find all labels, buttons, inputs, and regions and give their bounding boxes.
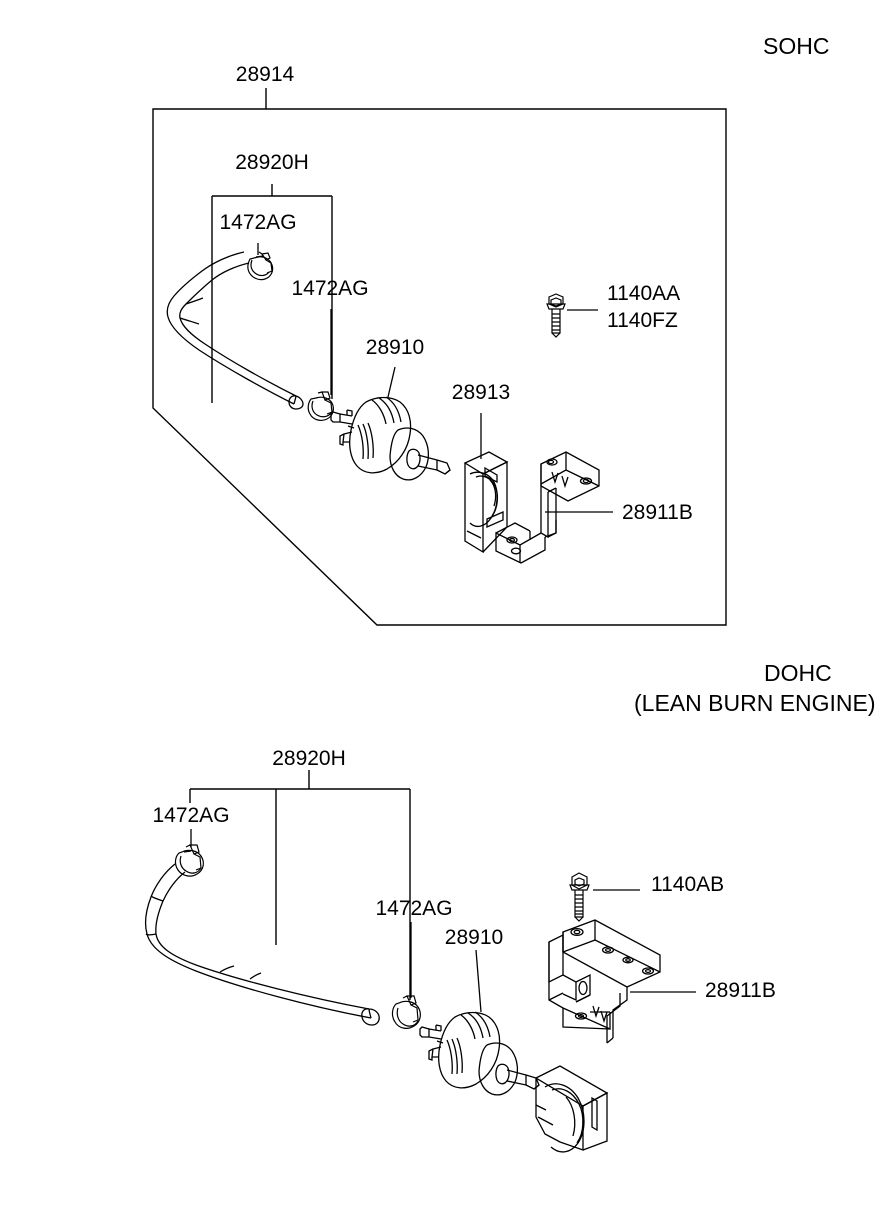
part-regulator-28910-sohc	[330, 366, 451, 481]
group-bracket-28914	[152, 88, 727, 626]
part-holder-clip-dohc	[534, 1065, 609, 1153]
part-clamp-1472ag-lower-dohc	[391, 995, 421, 1029]
callout-28920h-dohc: 28920H	[272, 747, 346, 770]
callout-1472ag-lower-dohc: 1472AG	[375, 897, 453, 920]
part-clamp-1472ag-upper-dohc	[174, 844, 204, 877]
callout-1140aa: 1140AA	[607, 282, 681, 305]
part-bolt-1140aa-sohc	[546, 293, 598, 338]
section-heading-dohc: DOHC	[764, 660, 832, 686]
section-heading-sohc: SOHC	[763, 33, 830, 59]
callout-1140ab: 1140AB	[651, 873, 725, 896]
callout-1140fz: 1140FZ	[607, 309, 678, 332]
callout-28914: 28914	[235, 63, 295, 86]
part-holder-28913-sohc	[463, 413, 509, 554]
callout-1472ag-lower-sohc: 1472AG	[291, 277, 369, 300]
callout-28910-dohc: 28910	[444, 926, 504, 949]
part-clamp-1472ag-lower-sohc	[307, 391, 334, 421]
part-clamp-1472ag-upper-sohc	[247, 251, 274, 281]
part-hose-28920h-sohc	[166, 251, 304, 410]
callout-28920h-sohc: 28920H	[235, 151, 309, 174]
part-hose-28920h-dohc	[144, 863, 380, 1026]
section-subheading-dohc: (LEAN BURN ENGINE)	[634, 690, 876, 716]
callout-28911b-dohc: 28911B	[705, 979, 776, 1002]
part-bolt-1140ab-dohc	[569, 872, 640, 922]
part-regulator-28910-dohc	[419, 949, 540, 1096]
callout-28911b-sohc: 28911B	[622, 501, 693, 524]
group-bracket-28920h	[211, 184, 333, 403]
group-bracket-28920h-dohc	[189, 770, 411, 1000]
callout-1472ag-upper-sohc: 1472AG	[219, 211, 297, 234]
callout-1472ag-upper-dohc: 1472AG	[152, 804, 230, 827]
callout-28913-sohc: 28913	[451, 381, 511, 404]
part-bracket-28911b-dohc	[548, 919, 696, 1044]
callout-28910-sohc: 28910	[365, 336, 425, 359]
part-bracket-28911b-sohc	[495, 451, 613, 564]
